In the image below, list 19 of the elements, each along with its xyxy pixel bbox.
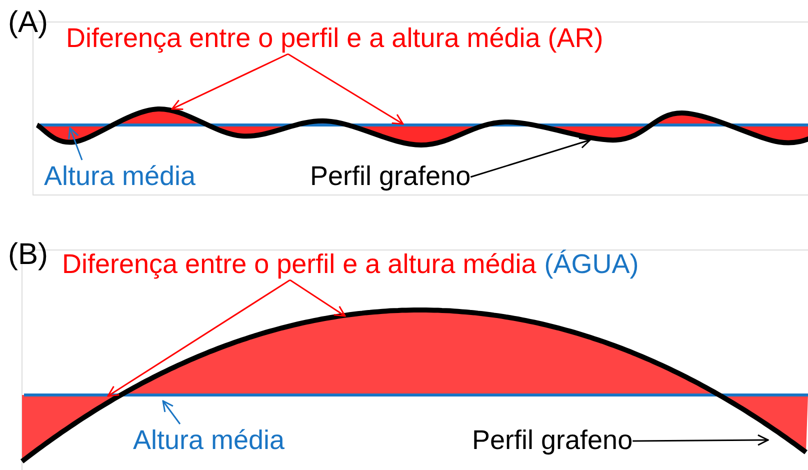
panel-letter: (B): [8, 238, 48, 272]
graphene-profile-drawing: [20, 308, 808, 464]
annotation-text: Altura média: [44, 160, 196, 192]
annotation-text: Diferença entre o perfil e a altura média (AR): [66, 22, 604, 54]
annotation-text: Perfil grafeno: [310, 160, 471, 192]
leader-line: [290, 279, 346, 317]
panel-letter: (A): [8, 6, 48, 40]
graphene-profile-drawing: [35, 106, 808, 148]
annotation-text: (ÁGUA): [544, 249, 639, 279]
leader-line: [632, 434, 769, 446]
annotation-text: Perfil grafeno: [472, 424, 633, 456]
leader-line: [288, 53, 404, 125]
leader-line: [162, 400, 181, 424]
leader-line: [171, 53, 288, 110]
annotation-text: Diferença entre o perfil e a altura média: [62, 249, 536, 279]
leader-line: [68, 127, 83, 160]
leader-line: [107, 279, 290, 397]
annotation-text: Altura média: [133, 424, 285, 456]
leader-line: [470, 137, 591, 178]
